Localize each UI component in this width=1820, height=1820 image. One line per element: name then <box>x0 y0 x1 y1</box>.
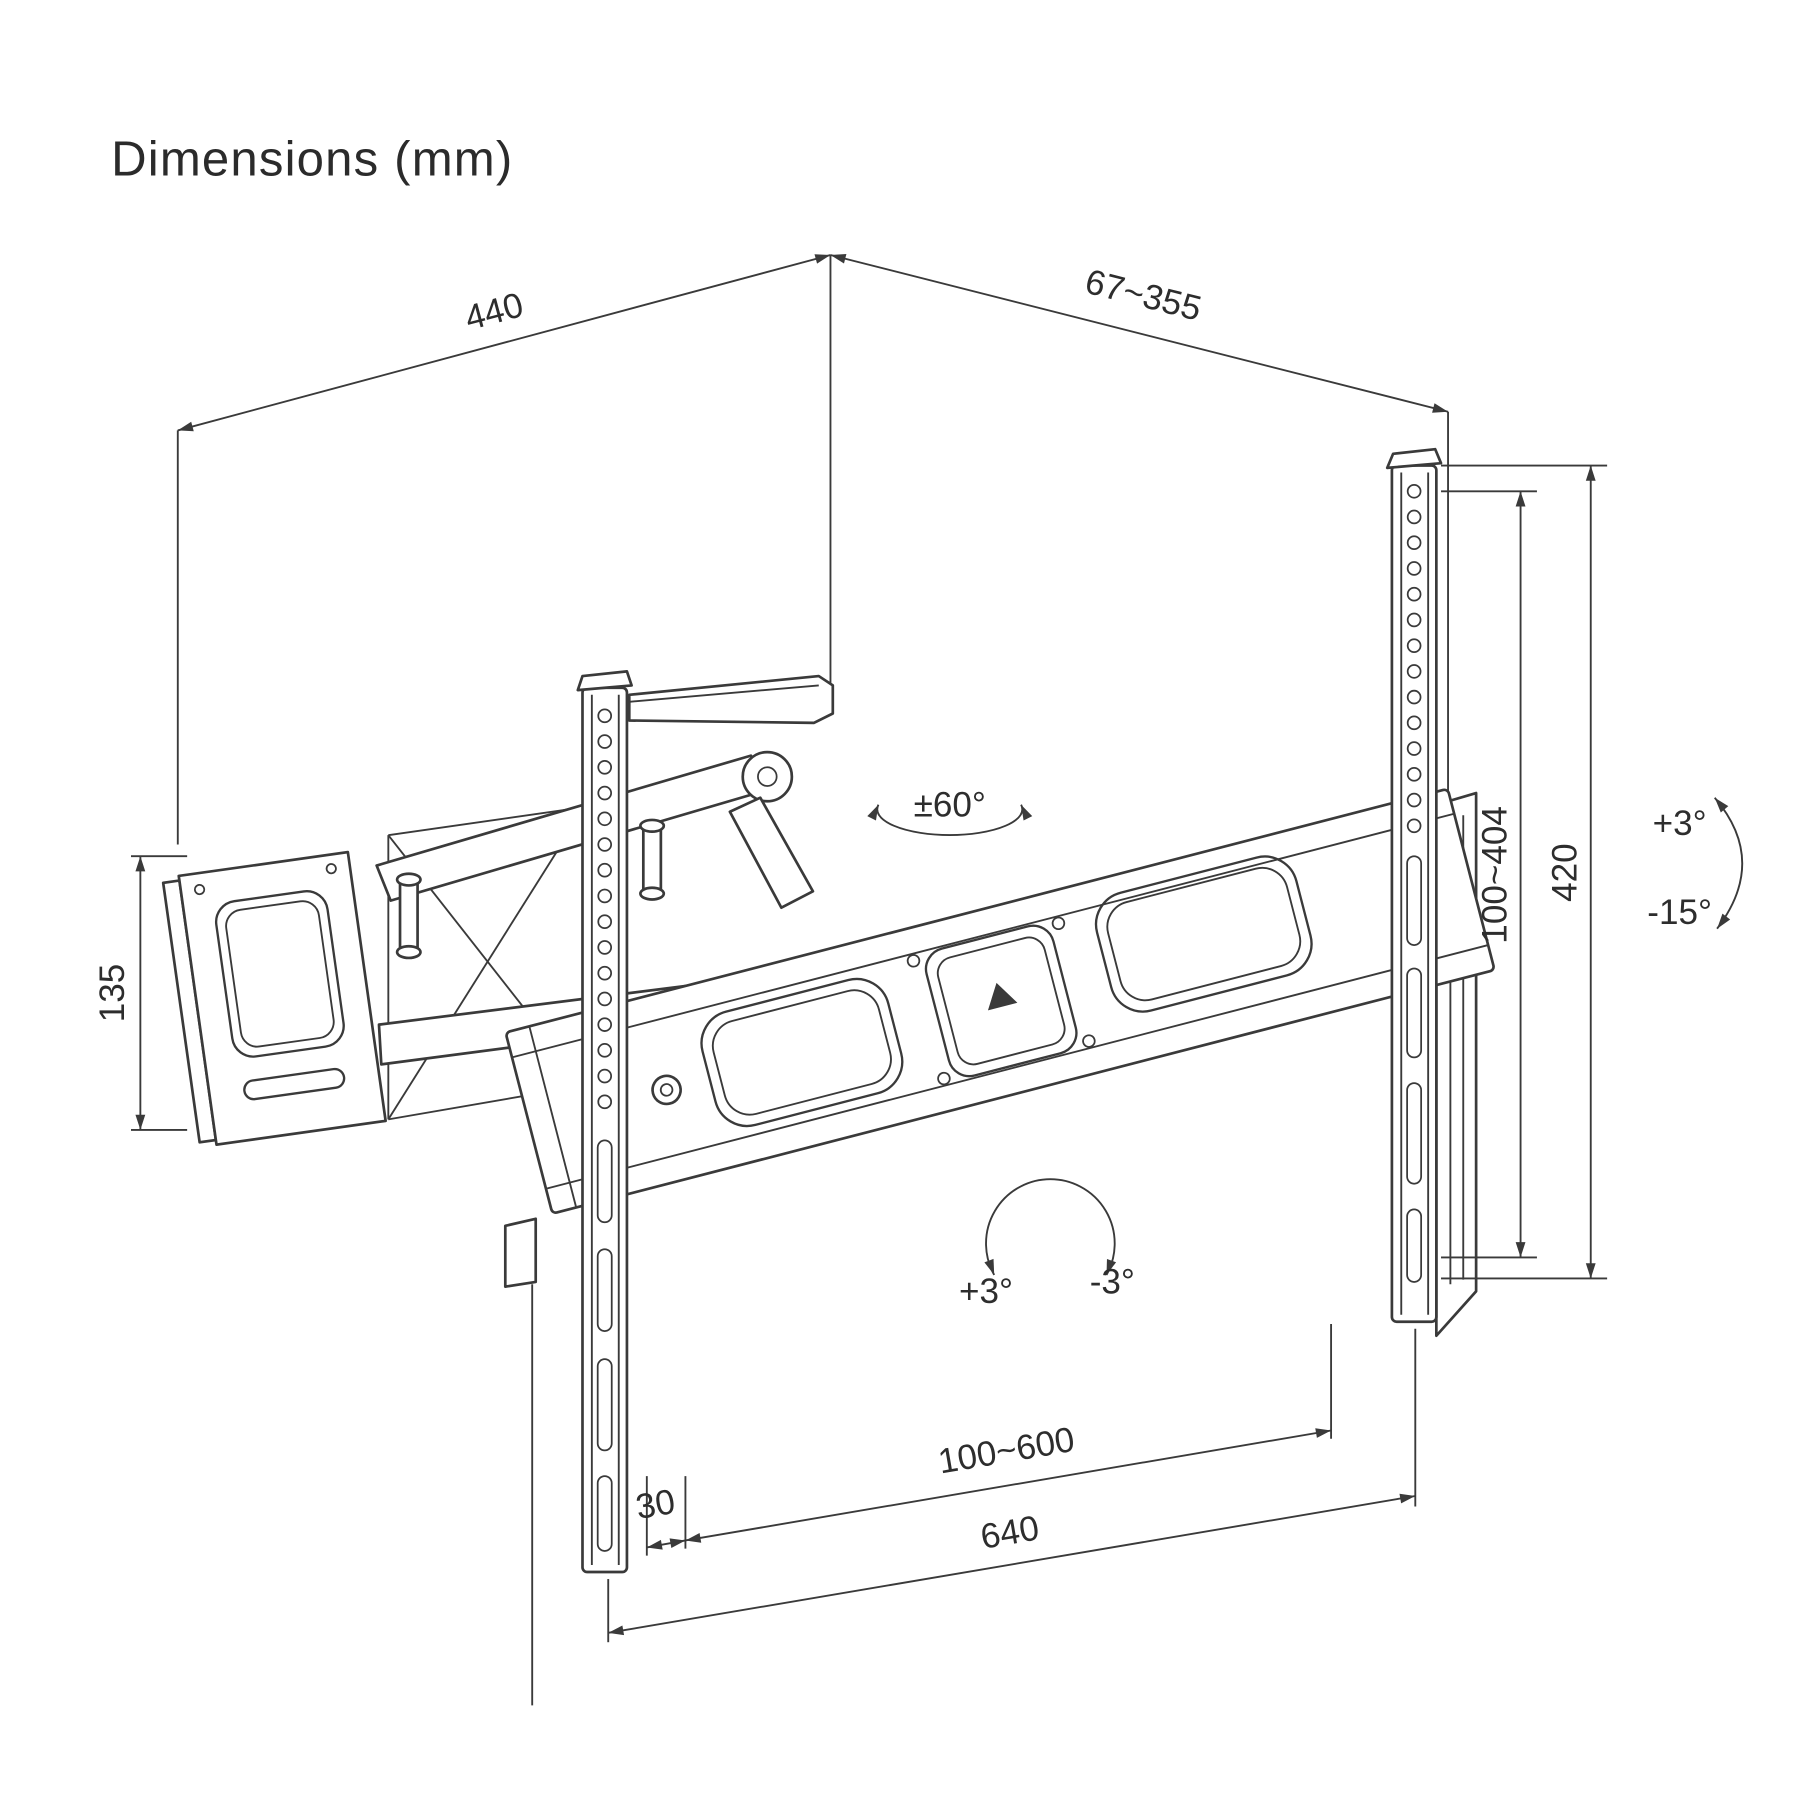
dim-100-404-label: 100~404 <box>1476 806 1515 944</box>
dimension-arrowhead-icon <box>135 856 146 872</box>
level-minus-label: -3° <box>1090 1263 1135 1302</box>
level-arrow-left-icon <box>984 1258 995 1275</box>
dimension-arrowhead-icon <box>177 421 194 432</box>
dim-640: 640 <box>608 1493 1416 1636</box>
tilt-up-label: +3° <box>1653 804 1707 843</box>
page-title: Dimensions (mm) <box>111 132 513 186</box>
level-plus-label: +3° <box>959 1272 1013 1311</box>
dimension-arrowhead-icon <box>1315 1428 1332 1438</box>
dim-67-355-label: 67~355 <box>1081 262 1205 329</box>
dimension-arrowhead-icon <box>1515 491 1526 507</box>
dim-440-label: 440 <box>461 285 528 338</box>
left-vesa-rail <box>576 670 633 1574</box>
main-beam <box>505 788 1495 1214</box>
dimension-arrowhead-icon <box>608 1625 625 1636</box>
dim-135: 135 <box>93 855 188 1131</box>
swivel-arrow-right-icon <box>1021 804 1033 821</box>
rail-slots <box>596 1139 613 1552</box>
tilt-arrow-down-icon <box>1717 913 1731 929</box>
brand-arrow-icon <box>987 982 1018 1011</box>
dimension-arrowhead-icon <box>1515 1242 1526 1258</box>
right-vesa-rail <box>1385 447 1443 1324</box>
dimension-arrowhead-icon <box>1432 403 1449 413</box>
wall-plate <box>161 850 387 1146</box>
pivot-bolt <box>641 824 663 895</box>
dim-30: 30 <box>633 1482 686 1550</box>
dimension-arrowhead-icon <box>1585 1263 1596 1279</box>
swivel-annotation: ±60° <box>867 785 1033 837</box>
level-annotation: +3° -3° <box>959 1178 1135 1311</box>
dimension-arrowhead-icon <box>814 254 831 264</box>
dim-30-label: 30 <box>633 1482 678 1527</box>
dimension-arrowhead-icon <box>135 1114 146 1130</box>
beam-cutout-left <box>700 977 904 1128</box>
rail-holes <box>1406 483 1422 834</box>
construction-box <box>176 254 1449 845</box>
level-arrow-right-icon <box>1106 1259 1117 1275</box>
dim-420-label: 420 <box>1546 843 1585 902</box>
elbow-link <box>728 796 815 910</box>
tilt-annotation: +3° -15° <box>1647 797 1744 932</box>
swivel-label: ±60° <box>914 785 986 824</box>
swivel-arrow-left-icon <box>867 804 879 821</box>
rail-slots <box>1406 855 1423 1283</box>
dimension-arrowhead-icon <box>685 1533 702 1543</box>
beam-cutout-right <box>1094 855 1313 1013</box>
beam-left-tab <box>503 1217 538 1288</box>
rail-holes <box>597 708 613 1110</box>
dim-100-600-label: 100~600 <box>935 1420 1077 1482</box>
dim-100-404: 100~404 <box>1441 490 1537 1259</box>
tilt-down-label: -15° <box>1647 893 1712 932</box>
dim-67-355: 67~355 <box>830 253 1449 413</box>
dimension-arrowhead-icon <box>1399 1493 1416 1504</box>
dim-420: 420 <box>1441 464 1608 1280</box>
dimension-arrowhead-icon <box>669 1538 686 1549</box>
pivot-bolt <box>398 878 419 954</box>
dim-135-label: 135 <box>93 964 132 1023</box>
dimension-arrowhead-icon <box>830 253 847 264</box>
beam-center-plate <box>906 916 1096 1086</box>
tilt-arrow-up-icon <box>1714 797 1729 813</box>
dim-640-label: 640 <box>978 1508 1042 1556</box>
dimension-arrowhead-icon <box>646 1539 663 1550</box>
dimension-arrowhead-icon <box>1585 465 1596 481</box>
dim-440: 440 <box>177 254 831 432</box>
bottom-extension-lines <box>531 1284 1417 1706</box>
